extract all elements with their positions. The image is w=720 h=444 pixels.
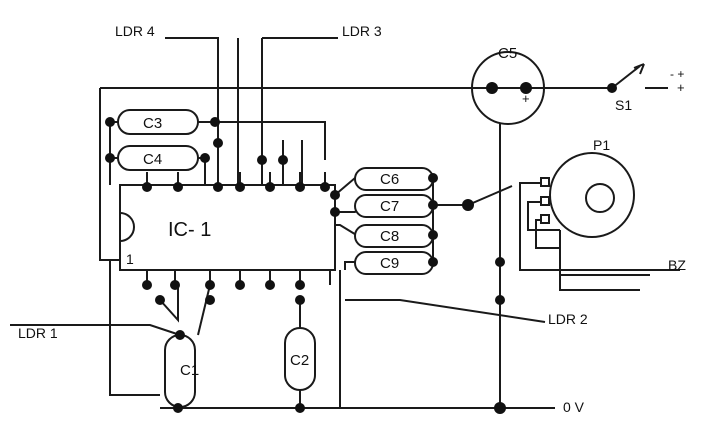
c5-polarity-label: +	[522, 91, 530, 106]
c1-label: C1	[180, 362, 199, 379]
labels: IC- 1 1 C1 C2 C3 C4 C5 C6 C7 C8 C9 LDR 1…	[18, 23, 686, 415]
capacitor-c4	[110, 145, 205, 171]
junction-dots	[105, 82, 617, 414]
ldr4-wire	[165, 37, 219, 185]
c3-label: C3	[143, 115, 162, 132]
c7-label: C7	[380, 198, 399, 215]
switch-arrow	[633, 63, 645, 75]
potentiometer-p1	[540, 152, 635, 238]
c5-label: C5	[498, 45, 517, 62]
pot-wiper-b	[527, 201, 560, 231]
c6-label: C6	[380, 171, 399, 188]
switch-label: S1	[615, 97, 632, 113]
buzzer-label: BZ	[668, 257, 686, 273]
ic-pin1-label: 1	[126, 251, 134, 267]
c4-label: C4	[143, 151, 162, 168]
pot-label: P1	[593, 137, 610, 153]
capacitor-c3	[110, 109, 215, 135]
ground-label: 0 V	[563, 399, 585, 415]
ic-label: IC- 1	[168, 219, 211, 241]
pot-wiper-a	[519, 182, 680, 271]
ldr2-wire	[345, 299, 546, 323]
buzzer-return	[559, 248, 640, 291]
c9-label: C9	[380, 255, 399, 272]
capacitor-c2	[284, 327, 316, 391]
supply-sign-label: +	[677, 80, 685, 95]
ldr3-label: LDR 3	[342, 23, 382, 39]
ldr2-label: LDR 2	[548, 311, 588, 327]
ic-chip	[119, 184, 336, 271]
ldr1-wire	[10, 324, 181, 336]
capacitor-c5	[471, 51, 545, 125]
pot-wiper-c	[535, 219, 560, 249]
switch-lever	[611, 65, 641, 89]
ldr1-label: LDR 1	[18, 325, 58, 341]
supply-polarity-label: - +	[670, 67, 684, 81]
ldr4-label: LDR 4	[115, 23, 155, 39]
c1-side-wire	[197, 284, 211, 336]
c1-top-wire	[159, 285, 179, 323]
c8-label: C8	[380, 228, 399, 245]
c2-label: C2	[290, 352, 309, 369]
bottom-left-wire	[109, 260, 160, 396]
